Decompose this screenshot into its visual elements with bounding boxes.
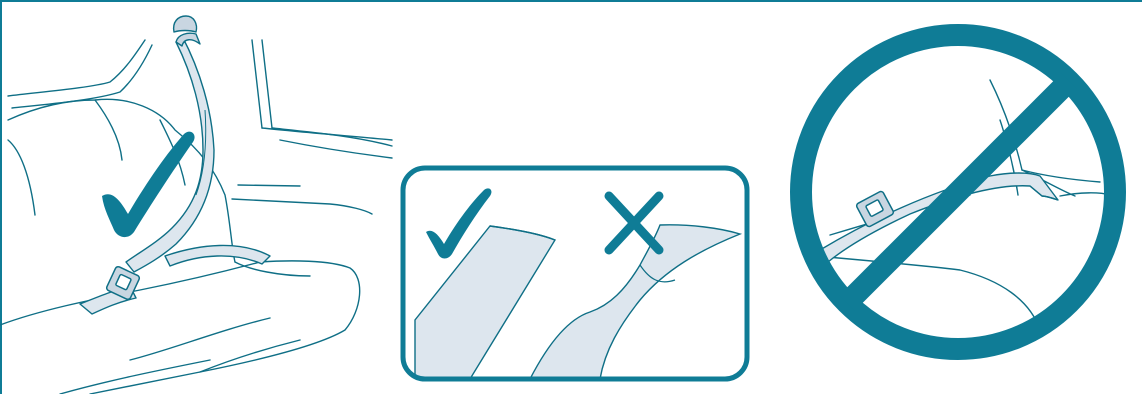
lap-belt [80,245,270,314]
shoulder-belt [126,16,214,272]
prohibited-icon [801,35,1115,349]
inset-comparison-box [403,168,747,379]
cross-icon [609,196,659,250]
